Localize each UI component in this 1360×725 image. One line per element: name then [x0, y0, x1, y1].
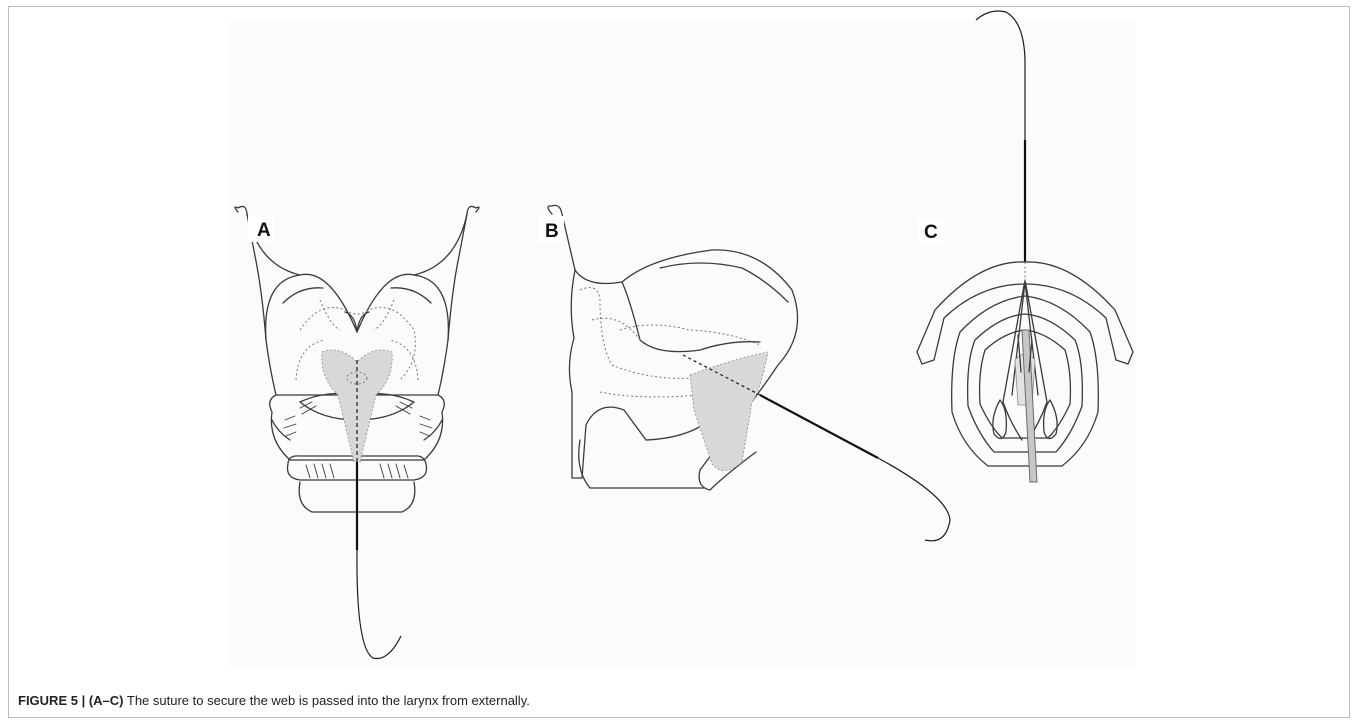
figure-number: FIGURE 5 |	[18, 693, 85, 708]
figure-caption: FIGURE 5 | (A–C) The suture to secure th…	[18, 693, 530, 708]
panel-reference: (A–C)	[89, 693, 124, 708]
panel-label-a: A	[257, 220, 271, 242]
panel-label-c: C	[924, 222, 938, 244]
caption-text: The suture to secure the web is passed i…	[127, 693, 530, 708]
panel-label-b: B	[545, 221, 559, 243]
